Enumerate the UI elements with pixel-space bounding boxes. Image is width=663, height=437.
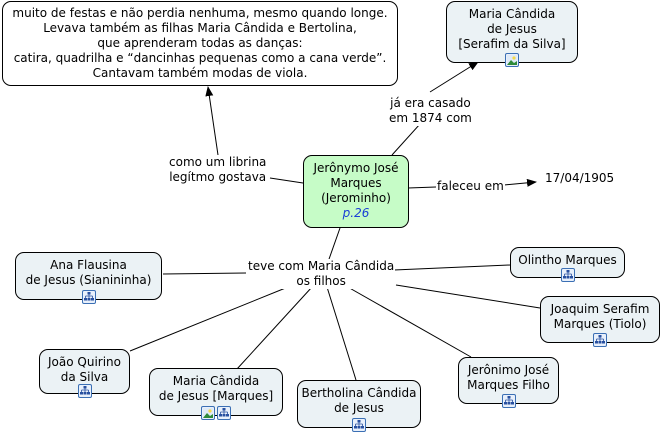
note-node[interactable]: muito de festas e não perdia nenhuma, me…	[2, 1, 398, 86]
link-line	[327, 227, 341, 263]
node-line: Ana Flausina	[50, 258, 127, 272]
node-line: Joaquim Serafim	[550, 302, 650, 316]
node-line: Olintho Marques	[518, 253, 617, 267]
child-node-jeronimo[interactable]: Jerônimo José Marques Filho	[458, 357, 559, 408]
note-line: Levava também as filhas Maria Cândida e …	[43, 21, 357, 35]
link-line	[407, 186, 437, 189]
link-label-casado: já era casado em 1874 com	[388, 96, 473, 126]
link-line	[395, 284, 541, 309]
node-line: de Jesus	[334, 401, 384, 415]
node-line: Maria Cândida	[468, 7, 556, 21]
link-arrow	[429, 61, 479, 93]
label-line: como um librina	[169, 155, 267, 169]
node-line: de Jesus	[487, 22, 537, 36]
concept-map-icon[interactable]	[77, 384, 92, 398]
image-icon[interactable]	[201, 406, 215, 420]
node-line: Marques (Tiolo)	[553, 317, 647, 331]
node-line: Jerônimo José	[467, 363, 550, 377]
node-line: Marques	[330, 176, 382, 190]
node-line: João Quirino	[48, 355, 121, 369]
link-label-faleceu: faleceu em	[436, 179, 505, 194]
node-line: Bertholina Cândida	[301, 386, 417, 400]
image-icon[interactable]	[505, 53, 519, 67]
link-label-filhos: teve com Maria Cândida os filhos	[247, 259, 396, 289]
link-line	[345, 285, 472, 358]
central-concept-node[interactable]: Jerônymo José Marques (Jerominho) p.26	[303, 155, 409, 228]
node-line: de Jesus [Marques]	[158, 389, 274, 403]
date-text: 17/04/1905	[545, 171, 615, 185]
node-line: da Silva	[60, 370, 109, 384]
concept-map-icon[interactable]	[81, 290, 96, 304]
link-line	[269, 177, 304, 184]
label-line: legítmo gostava	[169, 170, 267, 184]
link-line	[162, 272, 247, 275]
node-line: (Jerominho)	[321, 191, 391, 205]
concept-map-icon[interactable]	[501, 394, 516, 408]
label-line: em 1874 com	[389, 111, 472, 125]
date-node[interactable]: 17/04/1905	[544, 171, 615, 186]
node-line: [Serafim da Silva]	[458, 37, 566, 51]
child-node-joaquim[interactable]: Joaquim Serafim Marques (Tiolo)	[540, 296, 660, 347]
link-line	[393, 264, 511, 271]
child-node-olintho[interactable]: Olintho Marques	[510, 247, 625, 282]
page-reference-link[interactable]: p.26	[342, 206, 370, 220]
note-line: que aprenderam todas as danças:	[97, 36, 303, 50]
concept-map-icon[interactable]	[217, 406, 231, 420]
concept-map-icon[interactable]	[560, 268, 575, 282]
node-line: Maria Cândida	[172, 374, 260, 388]
note-line: catira, quadrilha e “dancinhas pequenas …	[13, 51, 387, 65]
label-line: faleceu em	[437, 179, 504, 193]
label-line: já era casado	[390, 96, 471, 110]
link-label-gostava: como um librina legítmo gostava	[168, 155, 268, 185]
node-line: Jerônymo José	[313, 161, 399, 175]
child-node-ana[interactable]: Ana Flausina de Jesus (Sianininha)	[15, 252, 162, 304]
concept-map-icon[interactable]	[593, 333, 607, 347]
link-line	[326, 286, 357, 381]
label-line: os filhos	[296, 274, 346, 288]
link-line	[129, 286, 289, 352]
link-arrow	[205, 86, 219, 156]
child-node-joao[interactable]: João Quirino da Silva	[39, 349, 130, 398]
spouse-node[interactable]: Maria Cândida de Jesus [Serafim da Silva…	[446, 1, 578, 67]
concept-map-icon[interactable]	[352, 418, 366, 432]
link-line	[391, 123, 421, 156]
link-line	[236, 286, 313, 370]
child-node-maria[interactable]: Maria Cândida de Jesus [Marques]	[149, 368, 283, 420]
label-line: teve com Maria Cândida	[248, 259, 395, 273]
note-line: muito de festas e não perdia nenhuma, me…	[12, 6, 388, 20]
child-node-bertholina[interactable]: Bertholina Cândida de Jesus	[297, 380, 421, 432]
node-line: Marques Filho	[467, 378, 550, 392]
node-line: de Jesus (Sianininha)	[25, 273, 152, 287]
note-line: Cantavam também modas de viola.	[92, 66, 308, 80]
link-arrow	[503, 178, 537, 187]
